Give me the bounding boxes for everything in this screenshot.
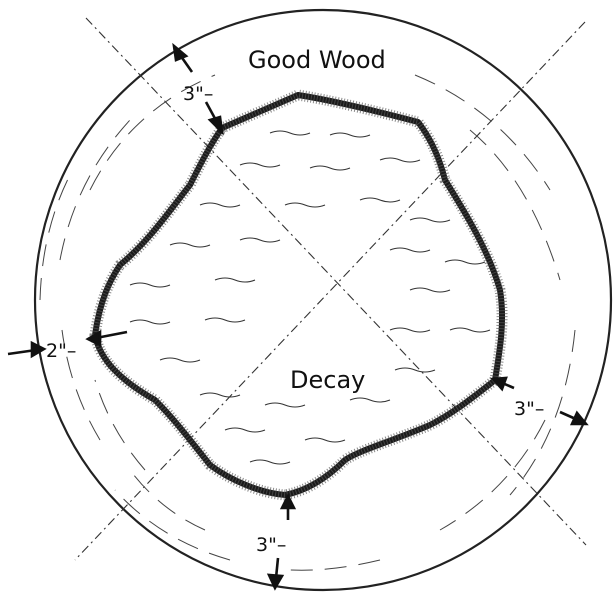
decay-texture-line — [395, 368, 435, 372]
decay-texture-line — [160, 358, 200, 362]
growth-ring — [115, 490, 230, 560]
decay-label: Decay — [290, 366, 365, 394]
arrow-left-outer-head — [32, 343, 44, 356]
decay-texture-line — [130, 283, 170, 287]
arrow-right-outer-head — [572, 413, 586, 424]
growth-rings — [40, 75, 575, 570]
decay-texture-line — [200, 393, 240, 397]
decay-texture-line — [305, 438, 345, 442]
decay-region — [95, 95, 502, 495]
measure-left-label: 2"– — [46, 340, 76, 362]
growth-ring — [60, 120, 130, 260]
decay-texture-line — [350, 398, 390, 402]
measure-right-label: 3"– — [514, 398, 544, 420]
decay-texture-line — [265, 403, 305, 407]
decay-texture — [130, 131, 490, 464]
growth-ring — [130, 470, 205, 530]
decay-texture-line — [410, 218, 450, 222]
decay-texture-line — [130, 320, 170, 324]
decay-texture-line — [170, 243, 210, 247]
decay-texture-line — [240, 238, 280, 242]
decay-texture-line — [450, 328, 490, 332]
decay-texture-line — [360, 198, 400, 202]
decay-texture-line — [225, 428, 265, 432]
decay-texture-line — [200, 203, 240, 207]
decay-texture-line — [390, 328, 430, 332]
decay-texture-line — [380, 158, 420, 162]
decay-texture-line — [410, 288, 450, 292]
growth-ring — [290, 560, 380, 570]
decay-texture-line — [205, 318, 245, 322]
measure-top-label: 3"– — [183, 83, 213, 105]
decay-texture-line — [240, 163, 280, 167]
growth-ring — [95, 380, 145, 470]
decay-texture-line — [445, 260, 485, 264]
decay-texture-line — [285, 203, 325, 207]
good-wood-label: Good Wood — [248, 46, 386, 74]
growth-ring — [440, 420, 545, 530]
decay-texture-line — [270, 131, 310, 135]
decay-texture-line — [310, 166, 350, 170]
decay-texture-line — [215, 278, 255, 282]
measure-bottom-label: 3"– — [256, 534, 286, 556]
decay-border-texture — [95, 95, 502, 495]
growth-ring — [415, 75, 550, 190]
decay-texture-line — [330, 133, 370, 137]
arrow-top-lower-head — [210, 117, 222, 132]
decay-texture-line — [390, 248, 430, 252]
decay-texture-line — [250, 460, 290, 464]
